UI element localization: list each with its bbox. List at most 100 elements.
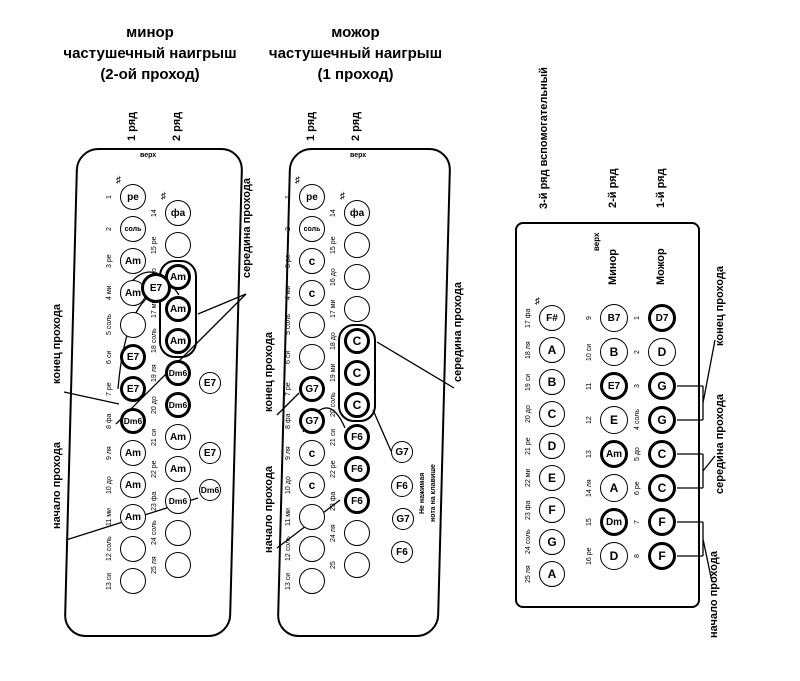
button-F#: F#♯ (535, 296, 565, 331)
button-empty (299, 568, 325, 594)
button-фа: фа♯ (161, 191, 191, 226)
button-empty (299, 344, 325, 370)
button-number: 11 ми (106, 508, 113, 526)
button-number: 9 ля (285, 446, 292, 460)
button-number: 17 ми (330, 299, 337, 319)
button-number: 18 ля (525, 341, 532, 359)
button-number: 15 ре (330, 236, 337, 254)
button-number: 7 ре (285, 382, 292, 396)
button-number: 8 (634, 554, 641, 558)
sharp-sign: ♯ (116, 175, 121, 186)
button-B: B (539, 369, 565, 395)
button-empty (165, 232, 191, 258)
label-end-of-pass: конец прохода (263, 332, 275, 412)
button-number: 24 соль (151, 520, 158, 546)
top-label: верх (350, 152, 367, 159)
col-label-row2: 2 ряд (350, 111, 362, 141)
button-number: 5 соль (285, 314, 292, 336)
button-Am: Am (120, 440, 146, 466)
note-text: нота на клавише (430, 464, 437, 522)
button-number: 12 соль (285, 536, 292, 562)
button-C: C (648, 440, 676, 468)
button-Am: Am (165, 328, 191, 354)
button-number: 2 (634, 350, 641, 354)
button-G7: G7 (299, 408, 325, 434)
sharp-sign: ♯ (340, 191, 345, 202)
col-label-row1: 1 ряд (126, 111, 138, 141)
button-E: E (539, 465, 565, 491)
button-number: 6 ре (634, 481, 641, 495)
button-number: 23 фа (525, 500, 532, 520)
button-number: 4 соль (634, 409, 641, 431)
button-number: 16 до (330, 268, 337, 286)
button-number: 6 си (285, 350, 292, 364)
title-line: (2-ой проход) (100, 66, 200, 83)
button-empty (344, 296, 370, 322)
button-B7: B7 (600, 304, 628, 332)
button-Dm6: Dm6 (165, 392, 191, 418)
button-number: 11 (586, 382, 593, 390)
button-A: A (539, 337, 565, 363)
col-header-major: Можор (655, 248, 667, 286)
button-Am: Am (120, 504, 146, 530)
button-C: C (648, 474, 676, 502)
button-C: C (344, 392, 370, 418)
button-G: G (648, 406, 676, 434)
button-number: 21 си (151, 428, 158, 446)
button-number: 8 фа (106, 413, 113, 429)
button-empty (299, 536, 325, 562)
button-number: 6 си (106, 350, 113, 364)
button-F: F (539, 497, 565, 523)
button-Dm6: Dm6 (165, 488, 191, 514)
button-number: 13 си (285, 572, 292, 590)
label-middle-of-pass: середина прохода (241, 178, 253, 278)
button-number: 1 (634, 316, 641, 320)
button-number: 20 до (525, 405, 532, 423)
button-number: 25 ля (151, 556, 158, 574)
button-F6: F6 (391, 475, 413, 497)
label-2nd-row: 2-й ряд (607, 168, 619, 208)
title-line: минор (126, 24, 174, 41)
button-number: 7 (634, 520, 641, 524)
panel-minor-title: минор частушечный наигрыш (2-ой проход) (50, 22, 250, 85)
button-number: 10 си (586, 343, 593, 361)
button-empty (120, 536, 146, 562)
button-с: с (299, 472, 325, 498)
panel-major-title: можор частушечный наигрыш (1 проход) (258, 22, 453, 85)
sharp-sign: ♯ (295, 175, 300, 186)
button-number: 2 (285, 227, 292, 231)
col-label-row1: 1 ряд (305, 111, 317, 141)
button-number: 15 (586, 518, 593, 526)
button-number: 10 до (285, 476, 292, 494)
button-number: 22 ми (525, 468, 532, 488)
button-number: 3 (634, 384, 641, 388)
button-number: 9 ля (106, 446, 113, 460)
button-B: B (600, 338, 628, 366)
button-number: 8 фа (285, 413, 292, 429)
button-E7: E7 (120, 376, 146, 402)
button-G7: G7 (392, 508, 414, 530)
button-number: 25 ля (525, 565, 532, 583)
button-number: 16 ре (586, 547, 593, 565)
button-empty (344, 264, 370, 290)
button-F6: F6 (344, 424, 370, 450)
label-end-of-pass: конец прохода (714, 266, 726, 346)
button-соль: соль (120, 216, 146, 242)
sharp-sign: ♯ (535, 296, 540, 307)
button-number: 2 (106, 227, 113, 231)
button-number: 25 (330, 561, 337, 569)
button-number: 5 соль (106, 314, 113, 336)
button-empty (120, 568, 146, 594)
label-aux-row: 3-й ряд вспомогательный (538, 67, 550, 209)
button-number: 22 ре (330, 460, 337, 478)
button-number: 22 ре (151, 460, 158, 478)
button-D: D (600, 542, 628, 570)
button-number: 5 до (634, 447, 641, 461)
top-label: верх (140, 152, 157, 159)
button-number: 21 ре (525, 437, 532, 455)
button-C: C (344, 328, 370, 354)
button-F6: F6 (344, 488, 370, 514)
col-header-minor: Минор (607, 249, 619, 286)
button-D7: D7 (648, 304, 676, 332)
